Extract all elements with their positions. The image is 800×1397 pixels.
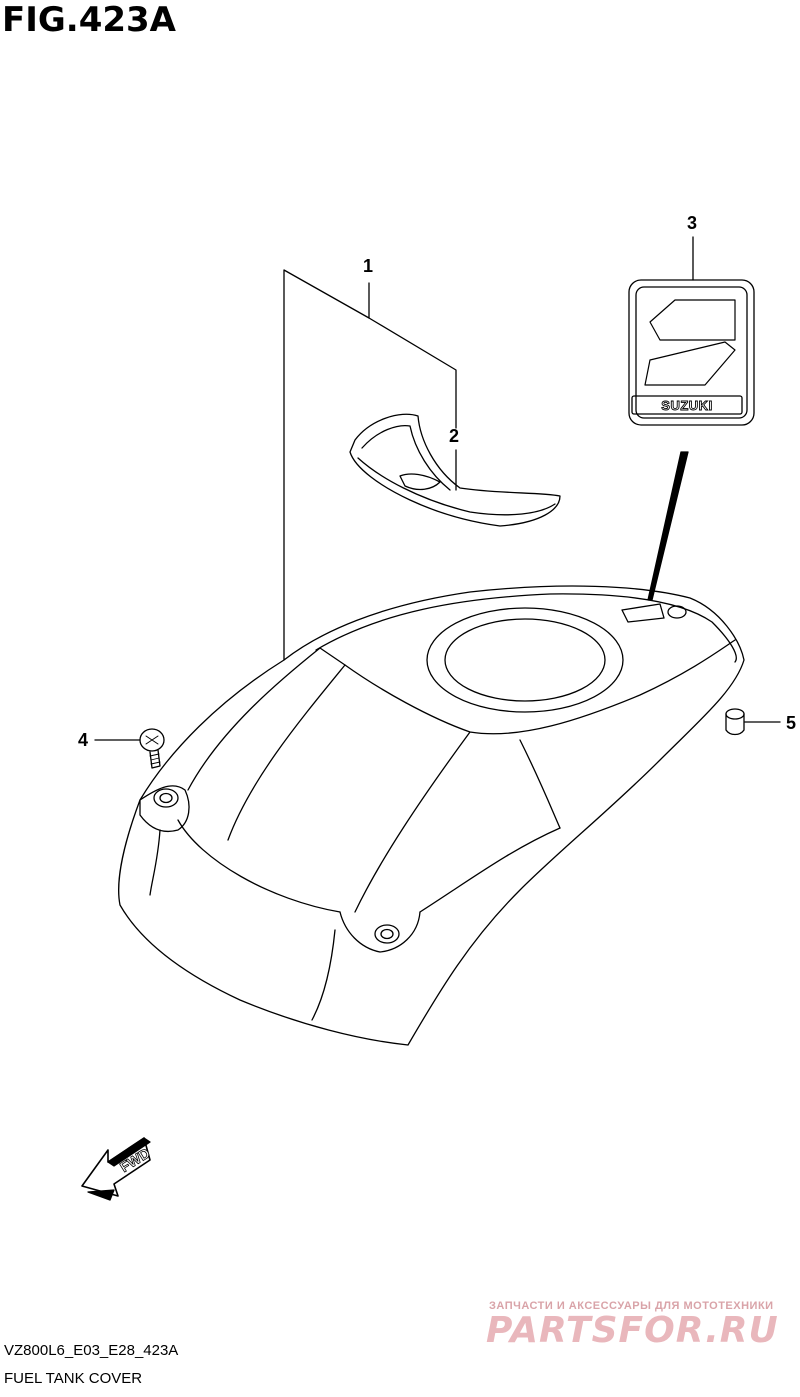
- callout-1: 1: [363, 256, 373, 276]
- watermark-site: PARTSFOR.RU: [486, 1310, 779, 1351]
- leader-part-1: [283, 269, 457, 661]
- leader-part-3-pointer: [647, 451, 689, 601]
- emblem-brand-text: SUZUKI: [661, 398, 712, 413]
- callout-5: 5: [786, 713, 796, 733]
- watermark-tagline: ЗАПЧАСТИ И АКСЕССУАРЫ ДЛЯ МОТОТЕХНИКИ: [489, 1300, 774, 1312]
- fwd-arrow-icon: [81, 1137, 151, 1201]
- part-2-trim-pad: [349, 413, 561, 527]
- part-3-emblem: [628, 279, 755, 426]
- callout-4: 4: [78, 730, 88, 750]
- callout-2: 2: [449, 426, 459, 446]
- part-5-cushion: [725, 708, 745, 736]
- part-1-tank-cover: [118, 585, 745, 1046]
- part-4-screw: [139, 728, 165, 769]
- figure-title: FIG.423A: [2, 0, 176, 40]
- footer-diagram-code: VZ800L6_E03_E28_423A: [4, 1342, 179, 1359]
- callout-3: 3: [687, 213, 697, 233]
- footer-diagram-name: FUEL TANK COVER: [4, 1370, 143, 1387]
